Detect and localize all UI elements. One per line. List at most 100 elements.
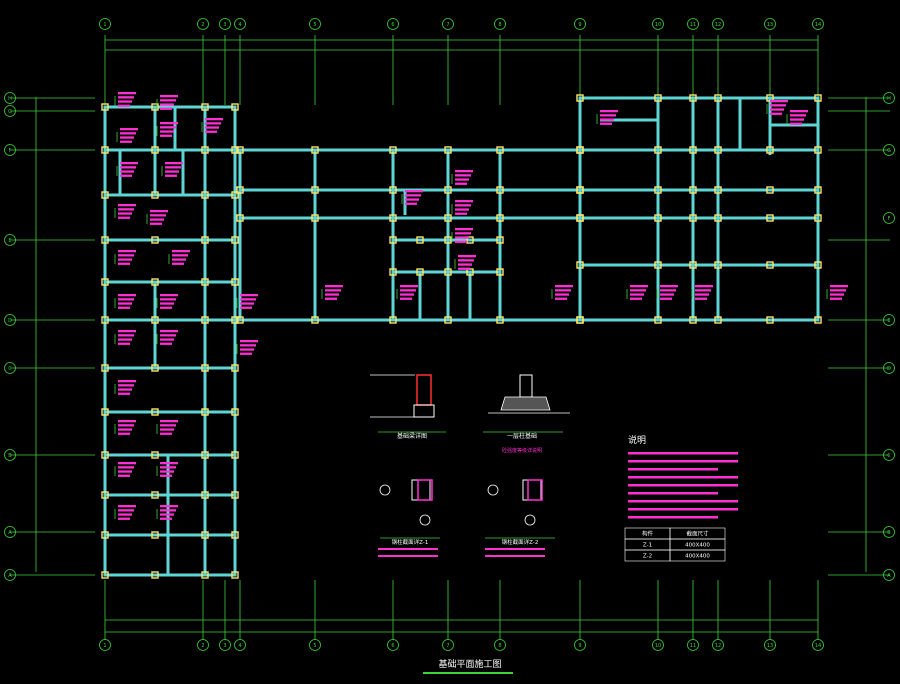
svg-text:8: 8 bbox=[498, 643, 501, 649]
svg-text:5: 5 bbox=[313, 643, 316, 649]
svg-text:14: 14 bbox=[815, 643, 821, 649]
column bbox=[151, 491, 159, 499]
column bbox=[231, 278, 239, 286]
column bbox=[389, 236, 397, 244]
beam-tag bbox=[118, 250, 136, 265]
beam-tag bbox=[325, 285, 343, 300]
axis-bubble-bottom-7: 7 bbox=[442, 639, 454, 651]
axis-bubble-bottom-8: 8 bbox=[494, 639, 506, 651]
svg-text:11: 11 bbox=[690, 22, 696, 28]
svg-text:11: 11 bbox=[690, 643, 696, 649]
column bbox=[714, 261, 722, 269]
column bbox=[201, 278, 209, 286]
axis-bubble-left-G: G bbox=[4, 105, 16, 117]
column bbox=[689, 316, 697, 324]
svg-text:7: 7 bbox=[446, 22, 449, 28]
note-line bbox=[628, 508, 738, 511]
column bbox=[444, 316, 452, 324]
column bbox=[201, 103, 209, 111]
axis-bubble-left-E: E bbox=[4, 234, 16, 246]
table-cell-text: 400X400 bbox=[685, 554, 710, 560]
column bbox=[444, 268, 452, 276]
column bbox=[236, 146, 244, 154]
svg-text:G: G bbox=[887, 148, 891, 154]
axis-bubble-bottom-6: 6 bbox=[387, 639, 399, 651]
svg-text:E: E bbox=[887, 318, 890, 324]
column bbox=[766, 214, 774, 222]
column bbox=[714, 94, 722, 102]
column bbox=[714, 214, 722, 222]
table-cell-text: 构件 bbox=[642, 530, 654, 538]
beam-tag bbox=[160, 462, 178, 477]
axis-bubble-bottom-13: 13 bbox=[764, 639, 776, 651]
column bbox=[151, 451, 159, 459]
column bbox=[151, 571, 159, 579]
column bbox=[101, 491, 109, 499]
column bbox=[689, 214, 697, 222]
axis-bubble-top-11: 11 bbox=[687, 18, 699, 30]
footing-note: 砼强度等级详说明 bbox=[502, 447, 542, 454]
column bbox=[101, 278, 109, 286]
column bbox=[201, 191, 209, 199]
beam-tag bbox=[240, 340, 258, 355]
column bbox=[201, 491, 209, 499]
columns bbox=[101, 94, 822, 579]
column bbox=[576, 186, 584, 194]
column bbox=[389, 316, 397, 324]
svg-text:F: F bbox=[888, 216, 891, 222]
column bbox=[101, 408, 109, 416]
svg-text:C: C bbox=[887, 453, 891, 459]
svg-text:10: 10 bbox=[655, 643, 661, 649]
beam-tag bbox=[118, 462, 136, 477]
svg-text:D: D bbox=[887, 366, 891, 372]
axis-bubble-left-H: H bbox=[4, 92, 16, 104]
column bbox=[389, 268, 397, 276]
svg-text:13: 13 bbox=[767, 22, 773, 28]
beam-tag bbox=[455, 170, 473, 185]
column-a-label: 钢柱截面详Z-1 bbox=[392, 538, 429, 546]
svg-text:A: A bbox=[8, 573, 12, 579]
column bbox=[101, 236, 109, 244]
column bbox=[311, 186, 319, 194]
note-line bbox=[628, 516, 718, 519]
column bbox=[151, 364, 159, 372]
svg-text:H: H bbox=[887, 96, 891, 102]
column bbox=[101, 191, 109, 199]
column bbox=[766, 261, 774, 269]
axis-bubble-bottom-14: 14 bbox=[812, 639, 824, 651]
beam-tag bbox=[172, 250, 190, 265]
svg-text:C: C bbox=[8, 366, 12, 372]
column bbox=[654, 146, 662, 154]
beam-tag bbox=[405, 190, 423, 205]
column bbox=[576, 214, 584, 222]
beam-tag bbox=[118, 204, 136, 219]
column bbox=[389, 146, 397, 154]
svg-text:B: B bbox=[8, 453, 12, 459]
axis-bubble-top-7: 7 bbox=[442, 18, 454, 30]
column bbox=[444, 236, 452, 244]
axis-bubble-top-9: 9 bbox=[574, 18, 586, 30]
axis-bubble-left-B: B bbox=[4, 449, 16, 461]
axis-bubble-right-G: G bbox=[883, 144, 895, 156]
column bbox=[151, 236, 159, 244]
svg-text:6: 6 bbox=[391, 22, 394, 28]
column bbox=[151, 531, 159, 539]
column bbox=[101, 364, 109, 372]
axis-bubble-top-10: 10 bbox=[652, 18, 664, 30]
column bbox=[231, 451, 239, 459]
column bbox=[814, 186, 822, 194]
axis-bubble-bottom-4: 4 bbox=[234, 639, 246, 651]
column bbox=[576, 146, 584, 154]
axis-bubble-bottom-11: 11 bbox=[687, 639, 699, 651]
footing-label: 一层柱基础 bbox=[507, 432, 537, 440]
column bbox=[151, 146, 159, 154]
table-cell-text: 400X400 bbox=[685, 543, 710, 549]
svg-text:A: A bbox=[887, 573, 891, 579]
column bbox=[101, 531, 109, 539]
column bbox=[766, 316, 774, 324]
beam-tag bbox=[120, 128, 138, 143]
beam-tag bbox=[160, 330, 178, 345]
column-b-label: 钢柱截面详Z-2 bbox=[502, 538, 539, 546]
column bbox=[231, 531, 239, 539]
